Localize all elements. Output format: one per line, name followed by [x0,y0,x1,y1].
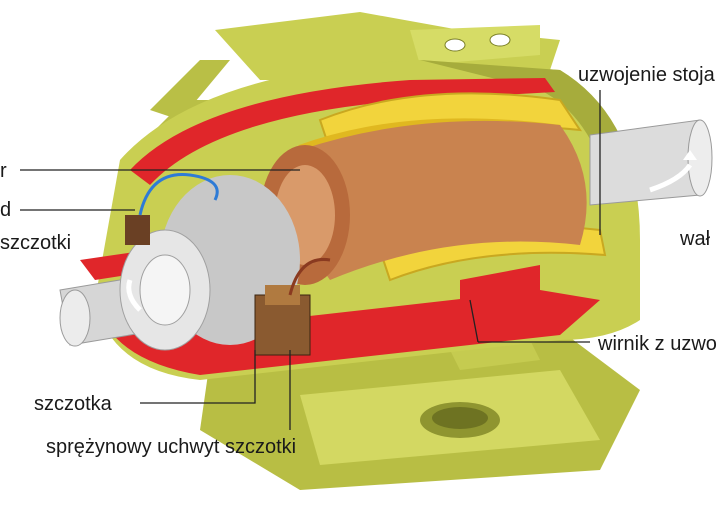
label-shaft: wał [680,228,711,250]
brush-wire [138,173,219,216]
label-brush: szczotka [34,393,112,415]
label-spring-brush-holder: sprężynowy uchwyt szczotki [46,436,297,458]
brush-wire-2 [288,257,331,296]
leader-brush [140,350,256,404]
label-brush-holder-partial: szczotki [0,232,72,254]
label-stator-winding: uzwojenie stoja [578,64,715,86]
label-rotor-with-winding: wirnik z uzwo [598,333,717,355]
label-r: r [0,160,7,182]
motor-top-plate [135,12,560,160]
rotor-core [260,120,587,285]
leader-lines [20,90,601,430]
label-d: d [0,199,12,221]
motor-base [200,320,640,490]
leader-rotor-2 [469,299,479,343]
